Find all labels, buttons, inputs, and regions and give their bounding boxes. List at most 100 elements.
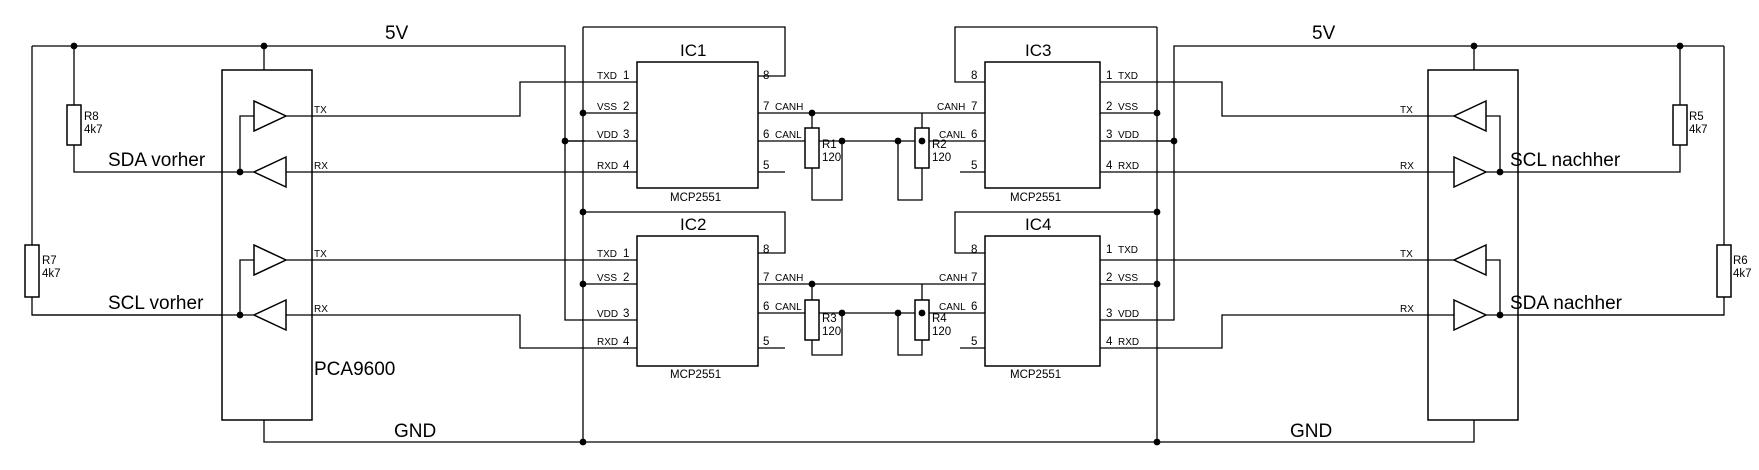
label-ic4: IC4: [1025, 215, 1051, 234]
buffer-driver-tx-sda-left: [239, 99, 320, 172]
ic2-pin-3: 3: [623, 308, 629, 320]
ic1-pin-7: 7: [763, 101, 769, 113]
ic3-pin-8: 8: [971, 70, 977, 82]
ic2-pin-canl: CANL: [775, 302, 802, 313]
label-r3: R3: [822, 313, 837, 325]
ic3-pin-txd: TXD: [1118, 71, 1138, 82]
label-5v-right: 5V: [1312, 23, 1336, 44]
ic1-pin-5: 5: [763, 160, 769, 172]
ic2-pin-1: 1: [623, 248, 629, 260]
label-sda-before: SDA vorher: [108, 150, 206, 171]
label-r2: R2: [932, 139, 947, 151]
ic3-pin-5: 5: [971, 160, 977, 172]
label-r6: R6: [1733, 255, 1748, 267]
wire-ic4-rxd-to-rx: [1100, 314, 1420, 349]
label-r5-value: 4k7: [1689, 124, 1708, 136]
ic2-pin-vss: VSS: [597, 273, 617, 284]
ic4-pin-1: 1: [1106, 244, 1112, 256]
resistor-r4: [914, 299, 930, 341]
ic4-pin-canh: CANH: [939, 273, 967, 284]
buffer-driver-tx-scl-left: [239, 243, 320, 315]
transceiver-ic1-body: [636, 61, 759, 189]
label-r3-value: 120: [822, 326, 841, 338]
ic4-pin-3: 3: [1106, 308, 1112, 320]
ic3-pin-2: 2: [1106, 101, 1112, 113]
vdd-rail: [564, 140, 1175, 321]
ic1-pin-8: 8: [763, 70, 769, 82]
ic2-pin-vdd: VDD: [597, 309, 618, 320]
ic4-pin-2: 2: [1106, 272, 1112, 284]
label-tx-2: TX: [314, 249, 327, 260]
label-r1-value: 120: [822, 152, 841, 164]
ic3-pin-3: 3: [1106, 129, 1112, 141]
ic4-pin-vdd: VDD: [1118, 309, 1139, 320]
label-rx-4: RX: [1400, 304, 1414, 315]
label-r7-value: 4k7: [42, 268, 61, 280]
ic2-pin-txd: TXD: [597, 249, 617, 260]
transceiver-ic4-body: [984, 235, 1101, 367]
ic3-pin-1: 1: [1106, 70, 1112, 82]
ic3-pin-7: 7: [971, 101, 977, 113]
ic3-pin-rxd: RXD: [1118, 161, 1139, 172]
transceiver-ic3-body: [984, 61, 1101, 189]
ic1-pin-txd: TXD: [597, 71, 617, 82]
ic4-pin-6: 6: [971, 301, 977, 313]
label-r4-value: 120: [932, 326, 951, 338]
pca9600-right-body: [1427, 69, 1519, 421]
ic3-pin-canl: CANL: [939, 130, 966, 141]
label-r8-value: 4k7: [84, 124, 103, 136]
resistor-r3: [804, 299, 820, 341]
ic3-pin-canh: CANH: [937, 102, 965, 113]
ic4-pin-5: 5: [971, 336, 977, 348]
ic2-pin-canh: CANH: [775, 273, 803, 284]
ic3-pin-4: 4: [1106, 160, 1113, 172]
resistor-r2: [914, 127, 930, 169]
label-r2-value: 120: [932, 152, 951, 164]
ic2-pin-2: 2: [623, 272, 629, 284]
label-scl-after: SCL nachher: [1510, 150, 1621, 171]
ic2-pin-4: 4: [623, 336, 630, 348]
ic2-pin-8: 8: [763, 244, 769, 256]
sda-before-line: [73, 46, 240, 173]
junction-dots: [70, 42, 1684, 446]
ic4-pin-vss: VSS: [1118, 273, 1138, 284]
buffer-driver-tx-sda-right: [1420, 243, 1501, 315]
ic1-pin-6: 6: [763, 129, 769, 141]
label-ic3: IC3: [1025, 41, 1051, 60]
label-r8: R8: [84, 111, 99, 123]
pca9600-left-body: [221, 69, 313, 421]
ic1-pin-vss: VSS: [597, 102, 617, 113]
ic2-pin-5: 5: [763, 336, 769, 348]
ic4-pin-8: 8: [971, 244, 977, 256]
label-ic1: IC1: [680, 41, 706, 60]
ic1-pin-rxd: RXD: [597, 161, 618, 172]
ic2-pin-rxd: RXD: [597, 337, 618, 348]
ic1-pin-canl: CANL: [775, 130, 802, 141]
scl-after-line: [1500, 46, 1681, 173]
resistor-r8: [66, 104, 82, 146]
label-rx-2: RX: [314, 304, 328, 315]
ic2-pin-6: 6: [763, 301, 769, 313]
ic1-pin-1: 1: [623, 70, 629, 82]
ic1-pin-canh: CANH: [775, 102, 803, 113]
wire-ic2-rxd-to-rx: [320, 314, 637, 349]
buffer-driver-rx-scl-right: [1420, 155, 1500, 189]
label-ic2-part: MCP2551: [670, 369, 721, 381]
ground-rail: [263, 26, 1475, 443]
ic1-pin-3: 3: [623, 129, 629, 141]
label-pca9600: PCA9600: [314, 359, 395, 380]
label-r4: R4: [932, 313, 947, 325]
ic4-pin-7: 7: [971, 272, 977, 284]
label-ic4-part: MCP2551: [1010, 369, 1061, 381]
ic2-pin-7: 7: [763, 272, 769, 284]
label-ic1-part: MCP2551: [670, 192, 721, 204]
label-tx-1: TX: [314, 105, 327, 116]
ic1-pin-4: 4: [623, 160, 630, 172]
label-5v-left: 5V: [385, 23, 409, 44]
resistor-r7: [24, 244, 40, 298]
buffer-driver-tx-scl-right: [1420, 99, 1501, 172]
label-gnd-left: GND: [394, 421, 436, 442]
ic3-pin-vss: VSS: [1118, 102, 1138, 113]
